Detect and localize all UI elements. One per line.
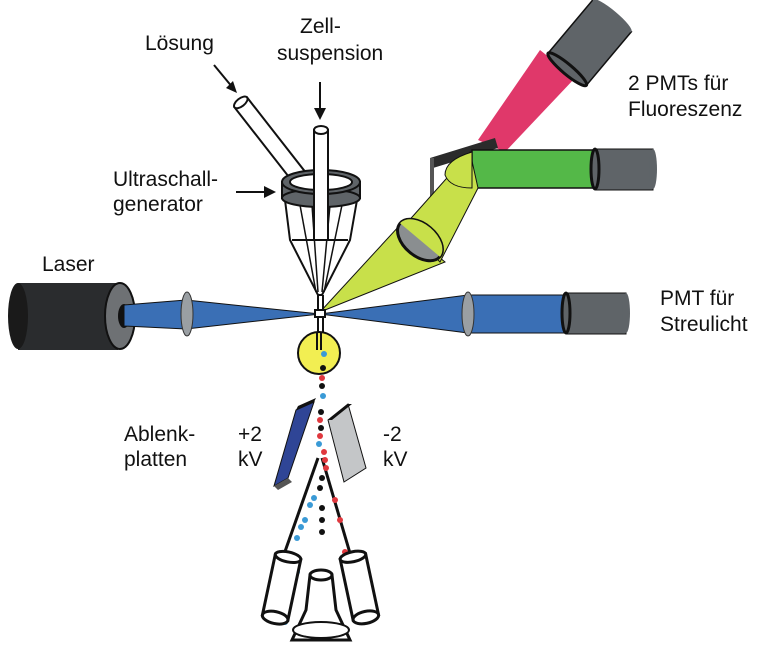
cell-red: [317, 433, 323, 439]
cell-red: [332, 497, 338, 503]
label-fluoreszenz-2: Fluoreszenz: [628, 98, 742, 121]
scatter-beam: [319, 294, 569, 334]
green-fluorescence-pmt: [471, 147, 657, 191]
cell-blue: [321, 351, 327, 357]
label-fluoreszenz-1: 2 PMTs für: [628, 72, 728, 95]
focusing-lens: [180, 291, 194, 337]
label-ablenkplatten-1: Ablenk-: [124, 423, 195, 446]
laser-source: [8, 282, 136, 350]
red-fluorescence-beam: [478, 50, 575, 152]
cell-black: [319, 505, 325, 511]
scatter-pmt: [560, 291, 630, 335]
nozzle-assembly: [233, 95, 361, 345]
arrow-ultrasound: [264, 186, 276, 198]
green-pmt-body: [594, 148, 654, 191]
plate-positive: [273, 401, 315, 488]
cell-blue: [307, 502, 313, 508]
fluorescence-collection-path: [319, 150, 479, 313]
laser-beam-in: [123, 299, 321, 330]
cell-red: [317, 417, 323, 423]
stream-right: [320, 457, 354, 561]
cell-black: [319, 383, 325, 389]
arrow-cell-suspension: [314, 108, 326, 120]
cell-red: [321, 449, 327, 455]
label-plus-kv: kV: [238, 448, 263, 471]
cell-black: [320, 365, 326, 371]
label-laser: Laser: [42, 253, 95, 276]
label-plus-2: +2: [238, 423, 262, 446]
label-ultraschall-2: generator: [113, 193, 203, 216]
cell-blue: [316, 441, 322, 447]
cell-black: [319, 475, 325, 481]
cell-blue: [298, 524, 304, 530]
label-streulicht-2: Streulicht: [660, 313, 748, 336]
cell-blue: [320, 393, 326, 399]
label-ablenkplatten-2: platten: [124, 448, 187, 471]
cell-blue: [294, 535, 300, 541]
cell-red: [319, 375, 325, 381]
red-fluorescence-pmt: [478, 0, 633, 152]
label-zellsuspension-2: suspension: [277, 42, 383, 65]
cell-blue: [311, 495, 317, 501]
dichroic-mirror: [430, 138, 498, 196]
green-fluorescence-beam: [471, 149, 598, 189]
arrow-solution: [226, 81, 237, 93]
cell-black: [319, 529, 325, 535]
cell-black: [319, 517, 325, 523]
label-minus-kv: kV: [383, 448, 408, 471]
stream-left: [280, 457, 320, 561]
deflection-plates: [273, 398, 367, 490]
cell-suspension-tube: [313, 129, 329, 241]
label-minus-2: -2: [383, 423, 402, 446]
cell-red: [337, 517, 343, 523]
scatter-lens: [461, 291, 475, 337]
cell-red: [323, 465, 329, 471]
cell-black: [318, 409, 324, 415]
waste-flask: [289, 568, 353, 642]
arrows: [213, 64, 326, 198]
labels: Lösung Zell- suspension Ultraschall- gen…: [42, 15, 748, 471]
cell-blue: [302, 517, 308, 523]
collection-tubes: [260, 549, 381, 642]
laser-body: [18, 283, 118, 350]
label-ultraschall-1: Ultraschall-: [113, 168, 218, 191]
label-loesung: Lösung: [145, 32, 214, 55]
cell-red: [322, 457, 328, 463]
label-streulicht-1: PMT für: [660, 287, 734, 310]
droplet: [297, 331, 341, 375]
cell-black: [317, 485, 323, 491]
cell-black: [318, 425, 324, 431]
label-zellsuspension-1: Zell-: [300, 15, 341, 38]
interrogation-point: [314, 309, 326, 318]
